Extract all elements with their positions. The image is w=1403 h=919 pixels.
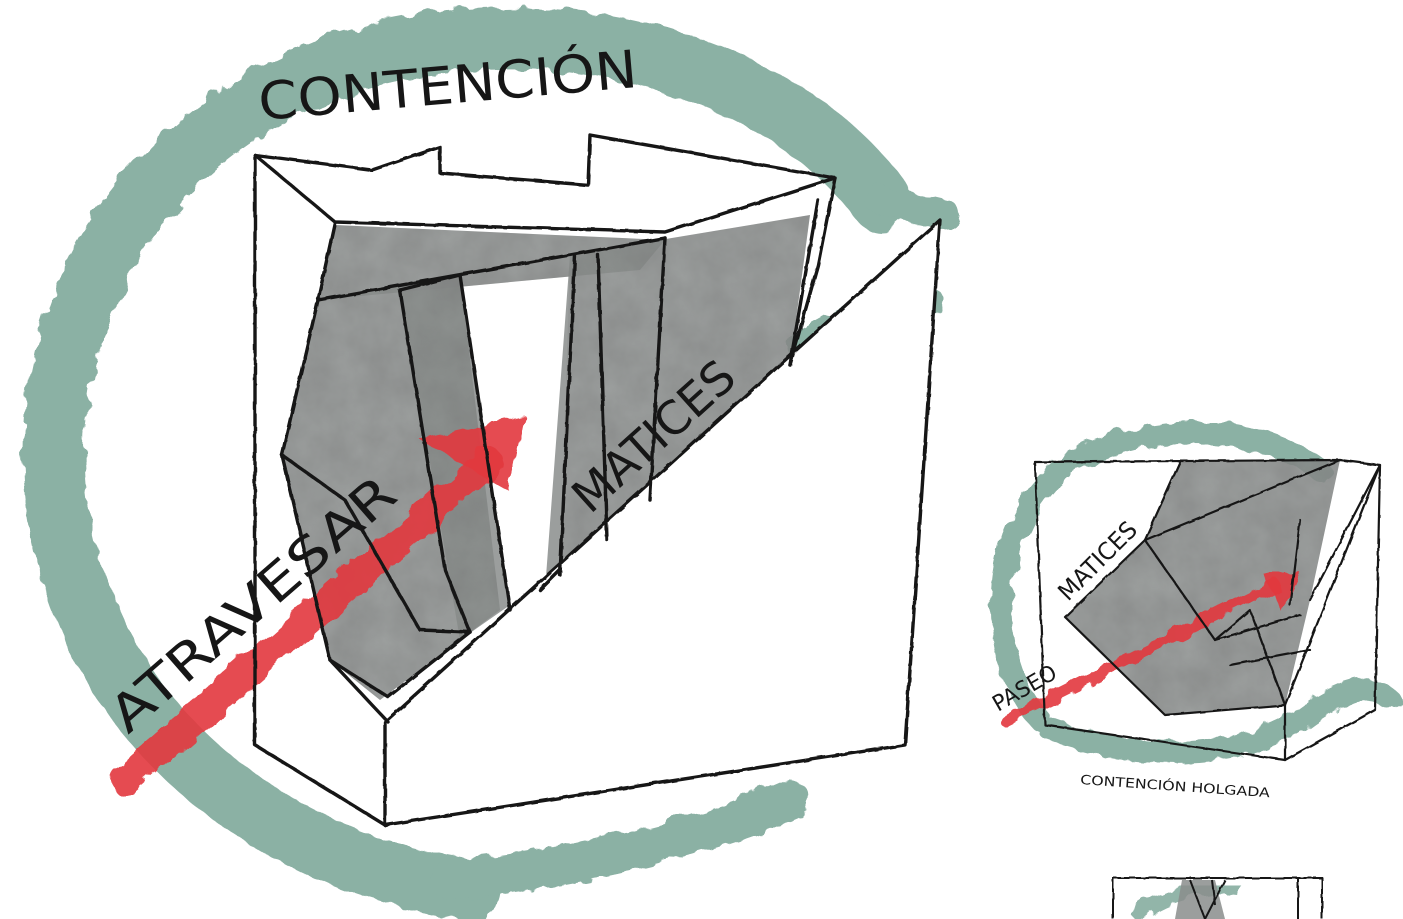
box-outline-large <box>253 133 942 827</box>
arrow-paseo <box>999 572 1300 726</box>
small-sketch: MATICES PASEO CONTENCIÓN HOLGADA <box>989 421 1401 801</box>
front-wall-large <box>385 220 940 825</box>
partial-sketch-bottom <box>1112 877 1323 919</box>
swirl-brush-small <box>990 421 1401 763</box>
small-caption-label: CONTENCIÓN HOLGADA <box>1080 772 1271 801</box>
stone-masses-large <box>282 215 810 700</box>
main-sketch: CONTENCIÓN ATRAVESAR MATICES <box>23 7 960 919</box>
box-outline-small <box>1033 458 1382 762</box>
stone-masses-small <box>1065 460 1340 715</box>
arrow-atravesar <box>110 415 525 795</box>
